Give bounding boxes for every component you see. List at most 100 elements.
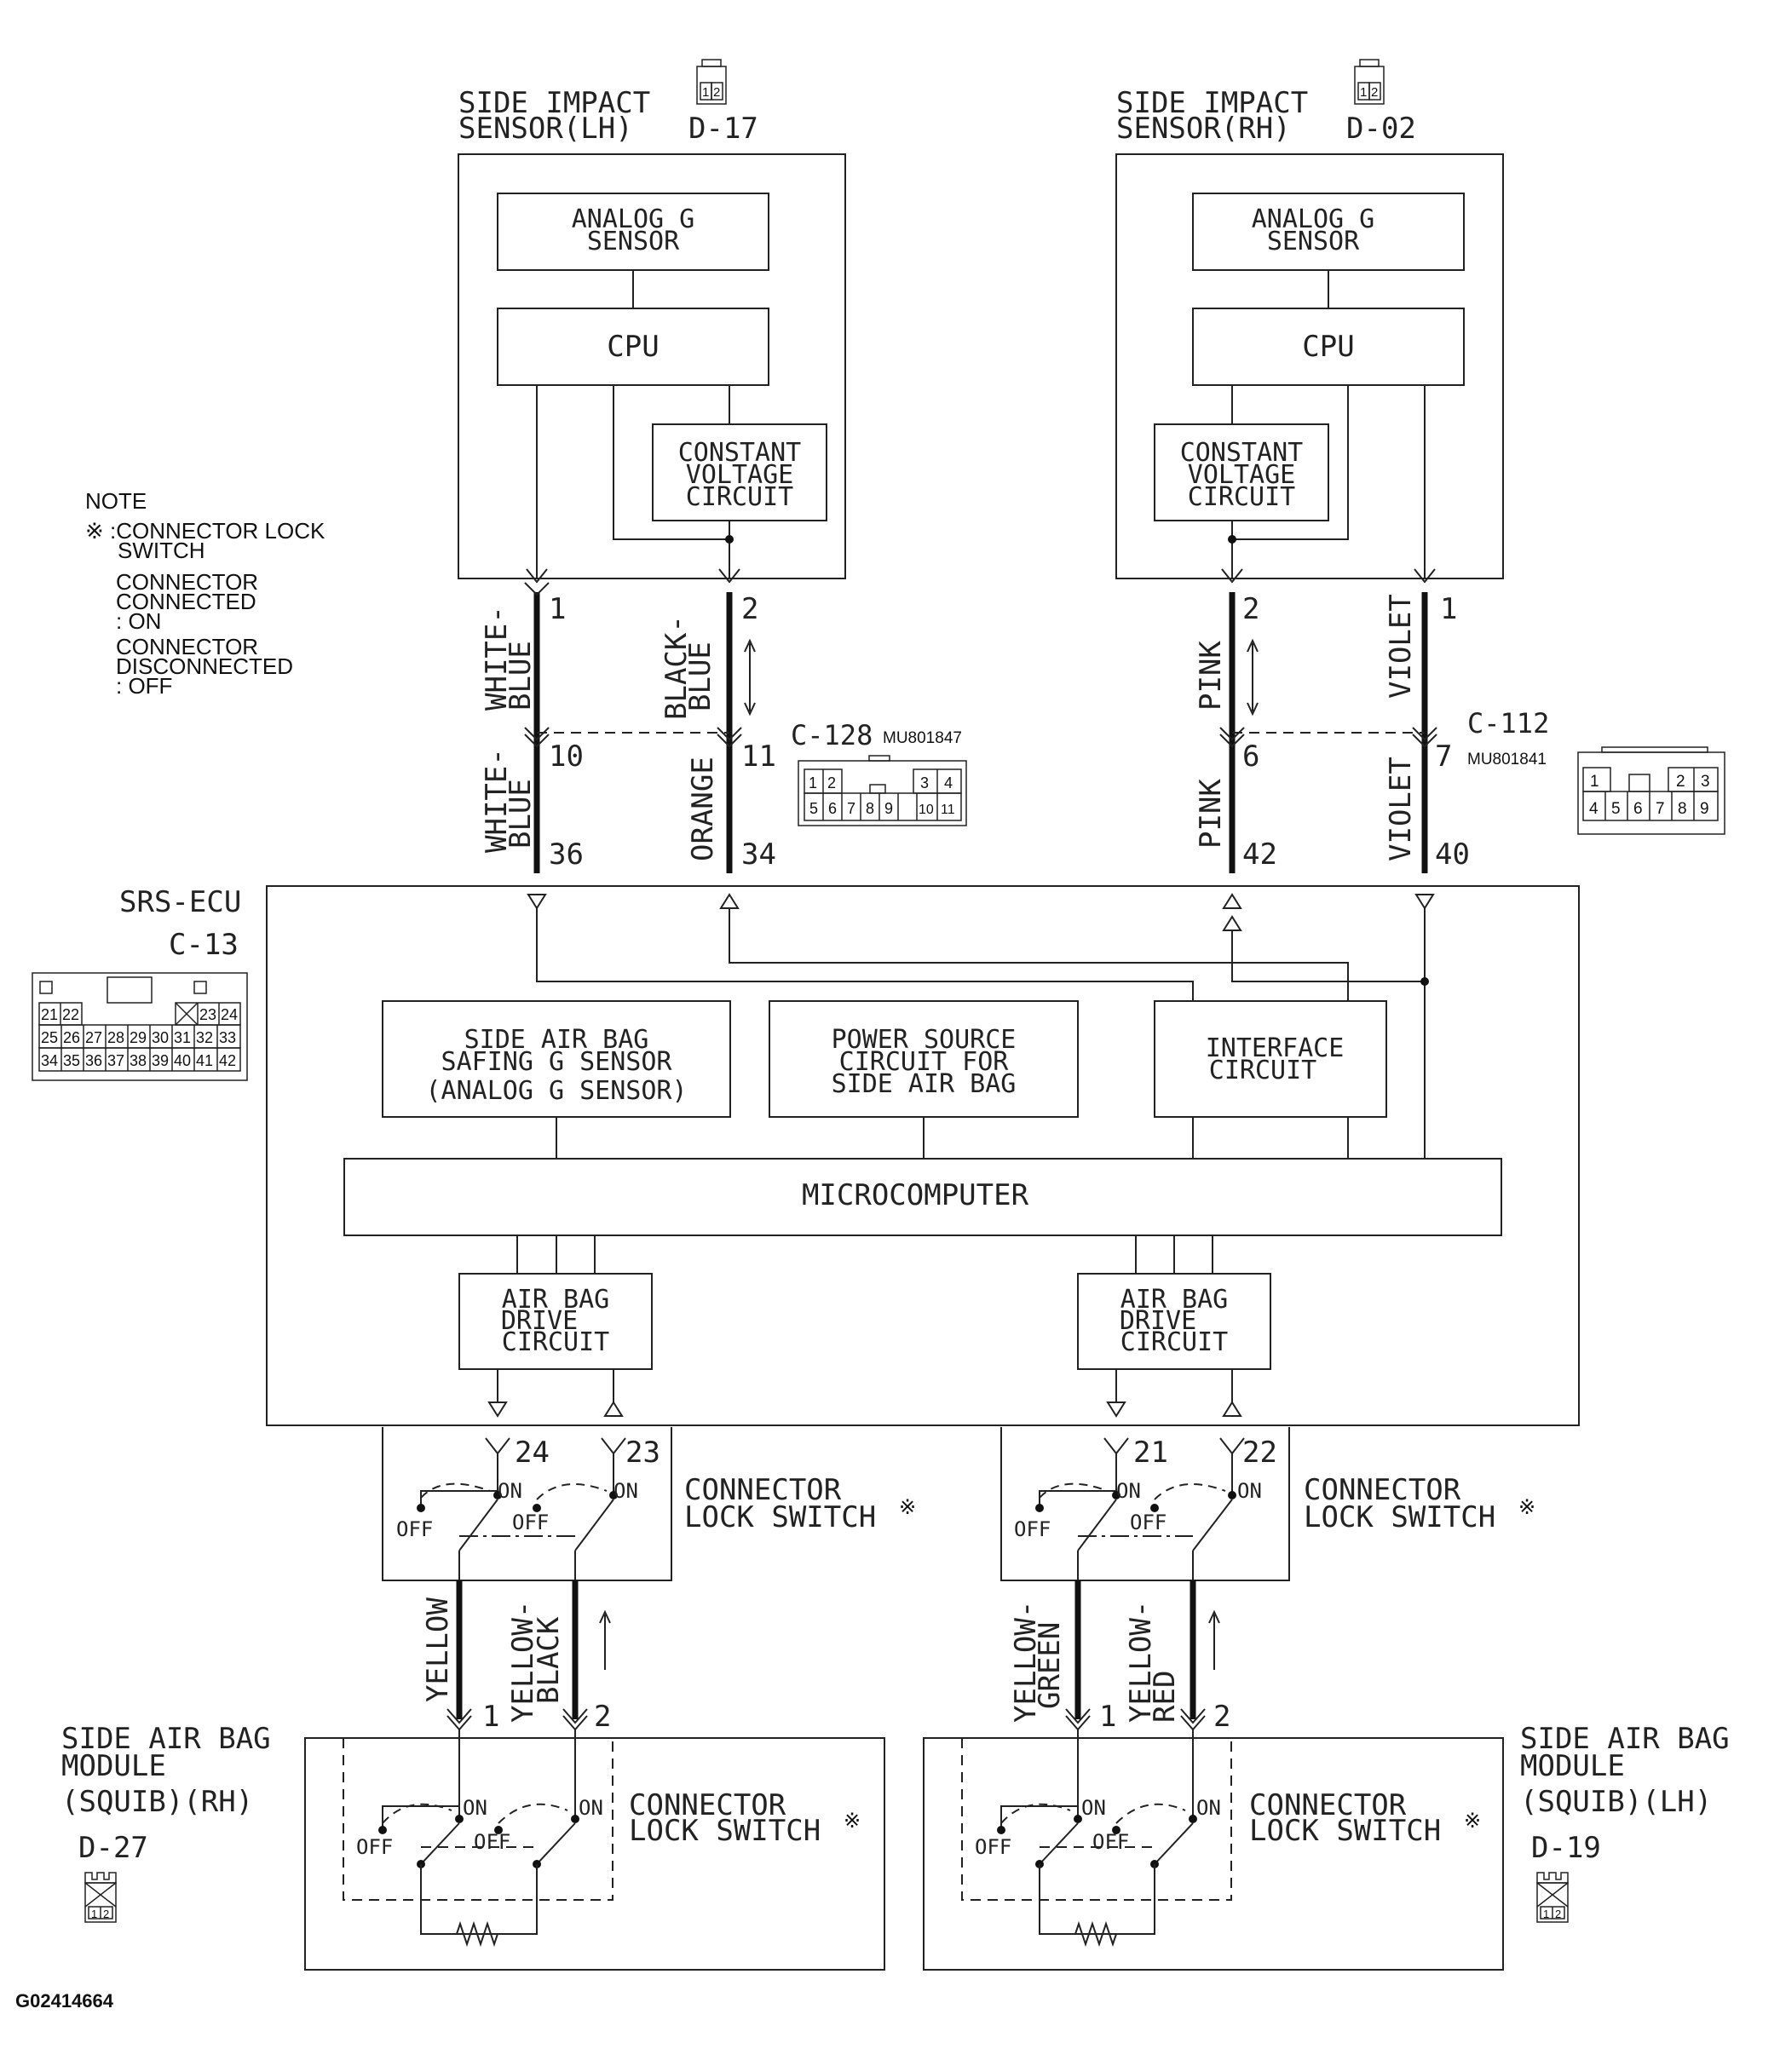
module-lh-title-3: (SQUIB)(LH) xyxy=(1520,1785,1712,1819)
c13-pin-23: 23 xyxy=(199,1006,216,1023)
ecu-sw3-on: ON xyxy=(1116,1479,1141,1503)
note-connected-1: CONNECTOR xyxy=(116,569,258,595)
label-yellow-green-a: YELLOW- xyxy=(1009,1601,1043,1723)
sensor-rh-enclosure xyxy=(1115,153,1504,579)
c13-pin-28: 28 xyxy=(107,1029,124,1046)
ecu-sw2-on: ON xyxy=(613,1479,638,1503)
c128-pin-4: 4 xyxy=(944,774,953,791)
ecu-drive-rh-box xyxy=(1077,1273,1271,1370)
c13-pin-27: 27 xyxy=(85,1029,102,1046)
pin-lh1-mid: 10 xyxy=(549,740,584,774)
ecu-drive-lh-2: DRIVE xyxy=(501,1306,578,1336)
ecu-microcomputer-box xyxy=(343,1158,1502,1236)
module-lh-title-2: MODULE xyxy=(1520,1749,1625,1783)
ecu-lock-switch-rh-side: 24 23 ON ON OFF OFF CONNECTOR LOCK SWITC… xyxy=(382,1427,916,1581)
pin-21: 21 xyxy=(1133,1436,1168,1470)
label-violet-upper: VIOLET xyxy=(1384,594,1418,699)
note-connected-2: CONNECTED xyxy=(116,589,256,614)
c128-pin-6: 6 xyxy=(828,800,837,817)
c112-pin-1: 1 xyxy=(1590,773,1599,791)
c128-pin-8: 8 xyxy=(866,800,874,817)
sensor-rh-title-1: SIDE IMPACT xyxy=(1116,86,1308,120)
ecu-safing-3: (ANALOG G SENSOR) xyxy=(425,1076,687,1106)
sensor-lh-connector-id: D-17 xyxy=(688,112,758,146)
label-white-blue-upper-b: BLUE xyxy=(504,641,538,711)
d27-pin-1: 1 xyxy=(91,1908,97,1920)
module-rh-squib-resistor xyxy=(456,1920,498,1948)
label-white-blue-upper-a: WHITE- xyxy=(480,606,514,711)
sensor-rh-analog-2: SENSOR xyxy=(1267,227,1360,256)
sensor-lh-cpu: CPU xyxy=(607,330,659,364)
module-rh-title-2: MODULE xyxy=(61,1749,166,1783)
module-lh-lock-switch-1: CONNECTOR xyxy=(1249,1788,1407,1822)
pin-rh2-bot: 42 xyxy=(1242,837,1277,872)
ecu-drive-lh-1: AIR BAG xyxy=(502,1285,609,1315)
pin-24: 24 xyxy=(515,1436,550,1470)
note-disconnected-3: : OFF xyxy=(116,673,172,699)
ecu-drive-lh-box xyxy=(458,1273,653,1370)
label-violet-lower: VIOLET xyxy=(1384,757,1418,861)
c112-pin-7: 7 xyxy=(1656,800,1665,818)
upper-harness: WHITE- BLUE WHITE- BLUE BLACK- BLUE ORAN… xyxy=(480,568,1470,873)
ecu-lock-switch-label-3: CONNECTOR xyxy=(1304,1473,1461,1507)
module-lh-sw1-off: OFF xyxy=(975,1835,1011,1859)
lower-harness: YELLOW YELLOW- BLACK YELLOW- GREEN YELLO… xyxy=(421,1580,1230,1734)
ecu-drive-rh-1: AIR BAG xyxy=(1120,1285,1228,1315)
label-yellow-green-b: GREEN xyxy=(1033,1622,1067,1709)
ecu-sw4-off: OFF xyxy=(1130,1511,1167,1534)
d19-pin-1: 1 xyxy=(1543,1908,1549,1920)
connector-d17-icon: 1 2 xyxy=(696,59,727,105)
module-rh-pin-2: 2 xyxy=(594,1700,611,1734)
sensor-lh-analog-2: SENSOR xyxy=(587,227,680,256)
pin-lh2-bot: 34 xyxy=(741,837,776,872)
c112-pin-4: 4 xyxy=(1589,800,1599,818)
module-rh-lock-switch-asterisk: ※ xyxy=(844,1810,861,1833)
module-lh-squib-resistor xyxy=(1074,1920,1117,1948)
connector-c112: C-112 MU801841 1 2 3 4 5 6 7 8 9 xyxy=(1467,707,1725,835)
d19-pin-2: 2 xyxy=(1555,1908,1561,1920)
connector-d27-icon: 1 2 xyxy=(84,1872,117,1923)
side-impact-sensor-rh: SIDE IMPACT SENSOR(RH) D-02 1 2 ANALOG G… xyxy=(1115,59,1504,579)
label-black-blue-b: BLUE xyxy=(683,642,717,711)
c112-pin-2: 2 xyxy=(1676,773,1685,791)
ecu-lock-switch-label-4: LOCK SWITCH xyxy=(1304,1500,1495,1534)
c128-name: C-128 xyxy=(791,719,873,751)
ecu-power-2: CIRCUIT FOR xyxy=(839,1047,1010,1077)
sensor-rh-connector-id: D-02 xyxy=(1346,112,1416,146)
c128-pin-2: 2 xyxy=(827,774,836,791)
c112-name: C-112 xyxy=(1467,707,1549,740)
module-lh-lock-switch-2: LOCK SWITCH xyxy=(1249,1814,1441,1848)
srs-ecu: SRS-ECU C-13 21 22 23 xyxy=(32,885,1580,1426)
c112-pin-9: 9 xyxy=(1700,800,1709,818)
ecu-safing-1: SIDE AIR BAG xyxy=(464,1025,649,1055)
side-air-bag-module-rh: SIDE AIR BAG MODULE (SQUIB)(RH) D-27 1 2 xyxy=(61,1722,885,1971)
pin-lh1-bot: 36 xyxy=(549,837,584,872)
sensor-rh-cpu-box xyxy=(1192,308,1465,386)
d02-pin-1: 1 xyxy=(1360,85,1367,100)
side-air-bag-module-lh: SIDE AIR BAG MODULE (SQUIB)(LH) D-19 1 2 xyxy=(923,1722,1730,1971)
module-rh-enclosure xyxy=(304,1737,885,1971)
sensor-rh-cpu: CPU xyxy=(1302,330,1354,364)
ecu-microcomputer: MICROCOMPUTER xyxy=(802,1178,1029,1212)
module-rh-sw1-on: ON xyxy=(463,1796,487,1820)
label-pink-lower: PINK xyxy=(1194,779,1228,849)
d17-pin-2: 2 xyxy=(713,85,720,100)
ecu-sw1-off: OFF xyxy=(396,1517,433,1541)
c112-part: MU801841 xyxy=(1467,751,1547,768)
ecu-interface-box xyxy=(1154,1000,1387,1118)
ecu-power-3: SIDE AIR BAG xyxy=(832,1069,1017,1099)
connector-d19-icon: 1 2 xyxy=(1536,1872,1569,1923)
note-connected-3: : ON xyxy=(116,608,161,634)
c13-pin-21: 21 xyxy=(41,1006,58,1023)
ecu-lock-switch-label-2: LOCK SWITCH xyxy=(684,1500,876,1534)
figure-id: G02414664 xyxy=(15,1990,114,2012)
module-rh-lock-switch-2: LOCK SWITCH xyxy=(629,1814,821,1848)
module-lh-title-1: SIDE AIR BAG xyxy=(1520,1722,1730,1756)
sensor-lh-cpu-box xyxy=(497,308,769,386)
sensor-lh-cvc-2: VOLTAGE xyxy=(686,460,793,490)
c128-pin-1: 1 xyxy=(809,774,817,791)
ecu-lock-switch-asterisk-2: ※ xyxy=(1518,1496,1535,1519)
pin-rh1-bot: 40 xyxy=(1435,837,1470,872)
c128-pin-11: 11 xyxy=(941,803,955,817)
